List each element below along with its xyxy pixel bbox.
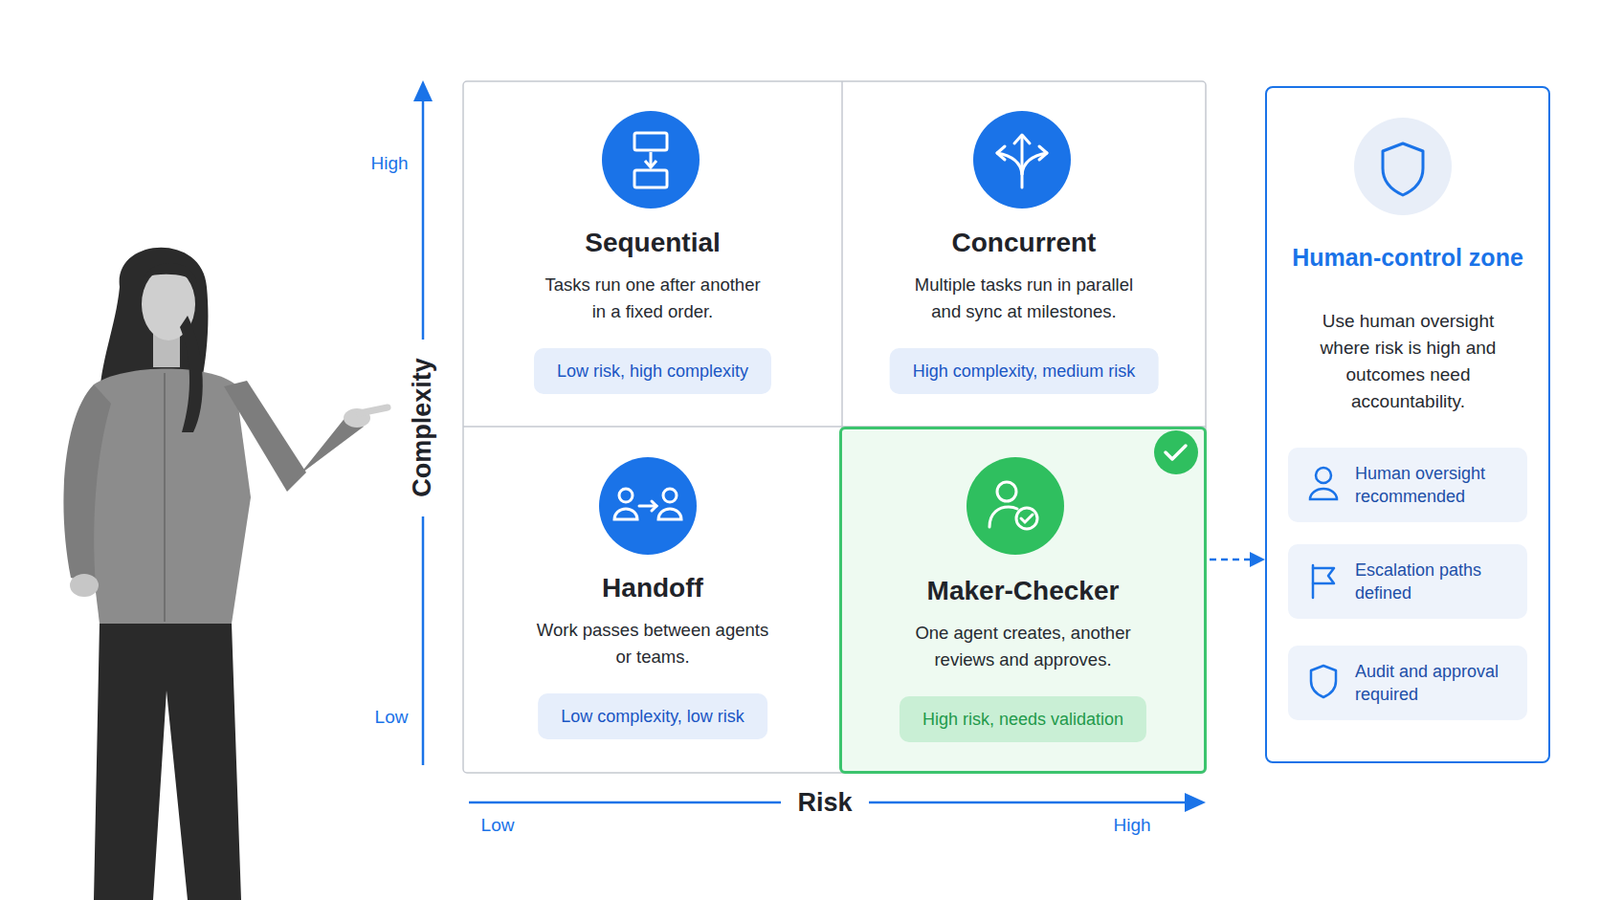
pattern-description: Tasks run one after another in a fixed o… bbox=[537, 271, 768, 326]
dashed-connector bbox=[1209, 552, 1266, 568]
matrix-frame bbox=[463, 81, 1206, 774]
connector-line bbox=[1209, 558, 1252, 562]
matrix-divider bbox=[841, 81, 844, 774]
tag-pill: High risk, needs validation bbox=[899, 696, 1147, 743]
tag-pill: High complexity, medium risk bbox=[889, 348, 1159, 395]
pattern-description: Work passes between agents or teams. bbox=[531, 617, 776, 671]
control-item: Audit and approval required bbox=[1288, 645, 1528, 721]
x-axis bbox=[468, 793, 1206, 813]
pattern-title: Handoff bbox=[463, 572, 843, 605]
pattern-description: Multiple tasks run in parallel and sync … bbox=[909, 271, 1139, 326]
pattern-quadrant: ConcurrentMultiple tasks run in parallel… bbox=[842, 81, 1206, 427]
item-text: Human oversight recommended bbox=[1355, 462, 1520, 509]
pattern-title: Sequential bbox=[463, 226, 843, 260]
axis-title: Risk bbox=[797, 788, 852, 819]
pattern-quadrant: HandoffWork passes between agents or tea… bbox=[463, 426, 843, 774]
control-panel: Human-control zoneUse human oversight wh… bbox=[1265, 86, 1551, 764]
item-text: Escalation paths defined bbox=[1355, 558, 1520, 605]
pattern-title: Maker-Checker bbox=[842, 575, 1204, 608]
pattern-title: Concurrent bbox=[842, 226, 1206, 260]
concurrent-icon bbox=[973, 111, 1071, 209]
shield-icon bbox=[1354, 117, 1452, 216]
highlighted-quadrant: Maker-CheckerOne agent creates, another … bbox=[839, 426, 1207, 775]
flag-icon bbox=[1312, 565, 1334, 599]
axis-end-label: Low bbox=[375, 707, 409, 729]
arrow-head bbox=[1249, 552, 1266, 568]
presenter-figure bbox=[63, 247, 388, 900]
tag-pill: Low complexity, low risk bbox=[537, 693, 768, 740]
control-item: Escalation paths defined bbox=[1288, 544, 1528, 620]
axis-end-label: High bbox=[370, 153, 408, 175]
tag-pill: Low risk, high complexity bbox=[533, 348, 772, 395]
axis-end-label: High bbox=[1112, 815, 1151, 837]
selected-badge bbox=[1154, 430, 1199, 475]
tag-text: High complexity, medium risk bbox=[912, 348, 1136, 395]
tag-text: Low risk, high complexity bbox=[556, 348, 749, 395]
tag-text: High risk, needs validation bbox=[922, 696, 1124, 743]
panel-title: Human-control zone bbox=[1266, 241, 1549, 274]
panel-description: Use human oversight where risk is high a… bbox=[1310, 308, 1507, 416]
control-item: Human oversight recommended bbox=[1288, 447, 1528, 523]
maker-checker-icon bbox=[966, 457, 1065, 556]
item-text: Audit and approval required bbox=[1355, 660, 1520, 707]
sequential-icon bbox=[601, 111, 700, 209]
matrix-divider bbox=[463, 425, 1206, 428]
small-shield-icon bbox=[1311, 666, 1336, 698]
pattern-description: One agent creates, another reviews and a… bbox=[908, 620, 1138, 674]
axis-title: Complexity bbox=[407, 357, 438, 498]
axis-end-label: Low bbox=[481, 815, 515, 837]
handoff-icon bbox=[599, 457, 697, 556]
y-axis bbox=[413, 80, 433, 766]
pattern-quadrant: SequentialTasks run one after another in… bbox=[463, 81, 843, 427]
person-icon bbox=[1310, 467, 1337, 500]
tag-text: Low complexity, low risk bbox=[560, 693, 745, 740]
